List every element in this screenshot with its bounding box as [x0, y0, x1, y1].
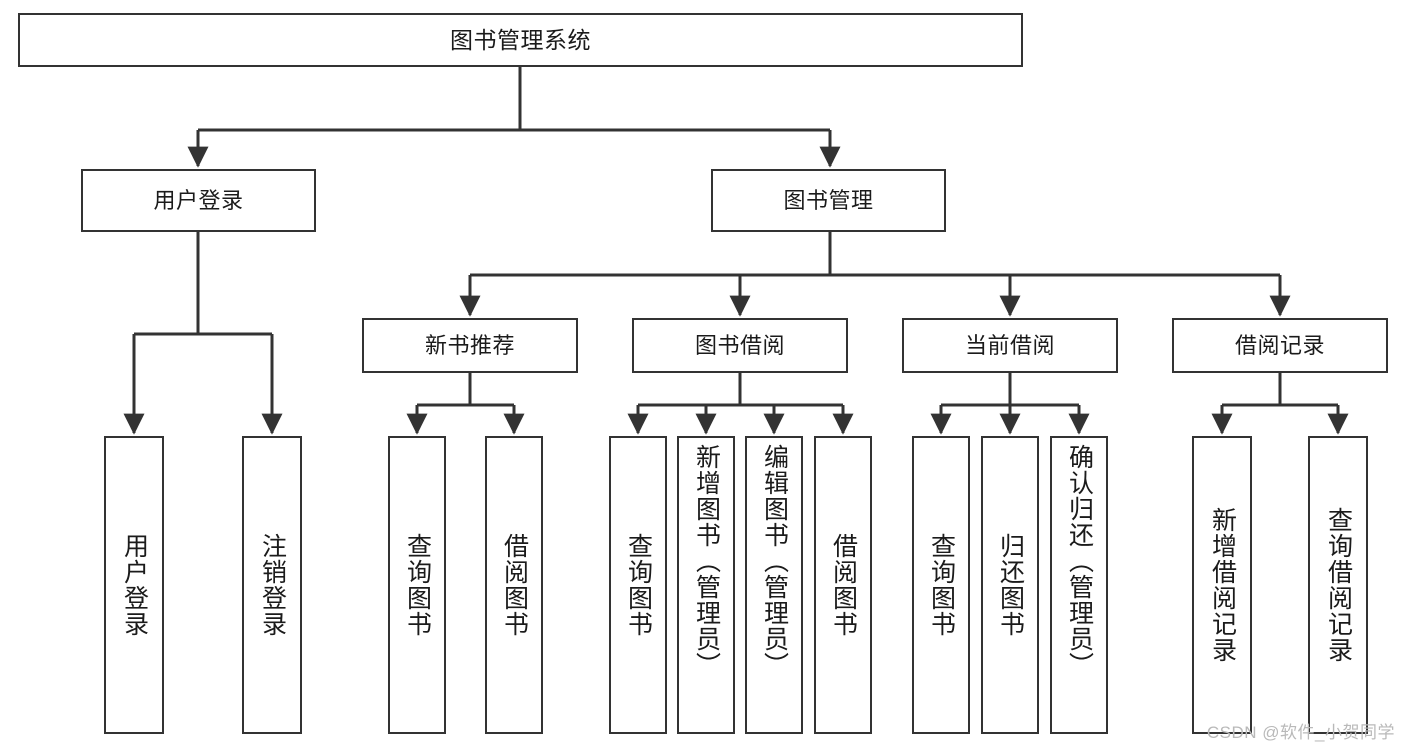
node-label: 新书推荐	[424, 332, 515, 358]
leaf-return-book[interactable]: 归还图书	[981, 436, 1039, 734]
node-label: 图书借阅	[694, 332, 785, 358]
node-label: 新增图书（管理员）	[692, 444, 721, 678]
node-label: 归还图书	[996, 533, 1025, 637]
node-label: 借阅记录	[1234, 332, 1325, 358]
node-borrowing-records[interactable]: 借阅记录	[1172, 318, 1388, 373]
node-label: 新增借阅记录	[1208, 507, 1237, 663]
leaf-user-login[interactable]: 用户登录	[104, 436, 164, 734]
leaf-query-book-current[interactable]: 查询图书	[912, 436, 970, 734]
node-book-management[interactable]: 图书管理	[711, 169, 946, 232]
node-label: 当前借阅	[964, 332, 1055, 358]
node-new-book-recommendation[interactable]: 新书推荐	[362, 318, 578, 373]
node-label: 借阅图书	[829, 533, 858, 637]
csdn-watermark: CSDN @软件_小贺同学	[1206, 723, 1395, 742]
node-current-borrowing[interactable]: 当前借阅	[902, 318, 1118, 373]
node-label: 注销登录	[258, 533, 287, 637]
node-book-borrowing[interactable]: 图书借阅	[632, 318, 848, 373]
node-label: 用户登录	[120, 533, 149, 637]
node-label: 借阅图书	[500, 533, 529, 637]
node-label: 查询图书	[403, 533, 432, 637]
node-label: 查询借阅记录	[1324, 507, 1353, 663]
leaf-query-book-borrowing[interactable]: 查询图书	[609, 436, 667, 734]
leaf-logout[interactable]: 注销登录	[242, 436, 302, 734]
node-label: 查询图书	[927, 533, 956, 637]
node-label: 编辑图书（管理员）	[760, 444, 789, 678]
node-label: 用户登录	[153, 187, 244, 213]
node-root-book-management-system[interactable]: 图书管理系统	[18, 13, 1023, 67]
node-label: 图书管理系统	[450, 26, 591, 53]
leaf-borrow-book-borrowing[interactable]: 借阅图书	[814, 436, 872, 734]
leaf-edit-book-admin[interactable]: 编辑图书（管理员）	[745, 436, 803, 734]
leaf-borrow-book-new[interactable]: 借阅图书	[485, 436, 543, 734]
leaf-add-borrow-record[interactable]: 新增借阅记录	[1192, 436, 1252, 734]
node-label: 确认归还（管理员）	[1065, 444, 1094, 678]
leaf-confirm-return-admin[interactable]: 确认归还（管理员）	[1050, 436, 1108, 734]
leaf-add-book-admin[interactable]: 新增图书（管理员）	[677, 436, 735, 734]
leaf-query-book-new[interactable]: 查询图书	[388, 436, 446, 734]
node-label: 图书管理	[783, 187, 874, 213]
node-user-login[interactable]: 用户登录	[81, 169, 316, 232]
node-label: 查询图书	[624, 533, 653, 637]
leaf-query-borrow-record[interactable]: 查询借阅记录	[1308, 436, 1368, 734]
